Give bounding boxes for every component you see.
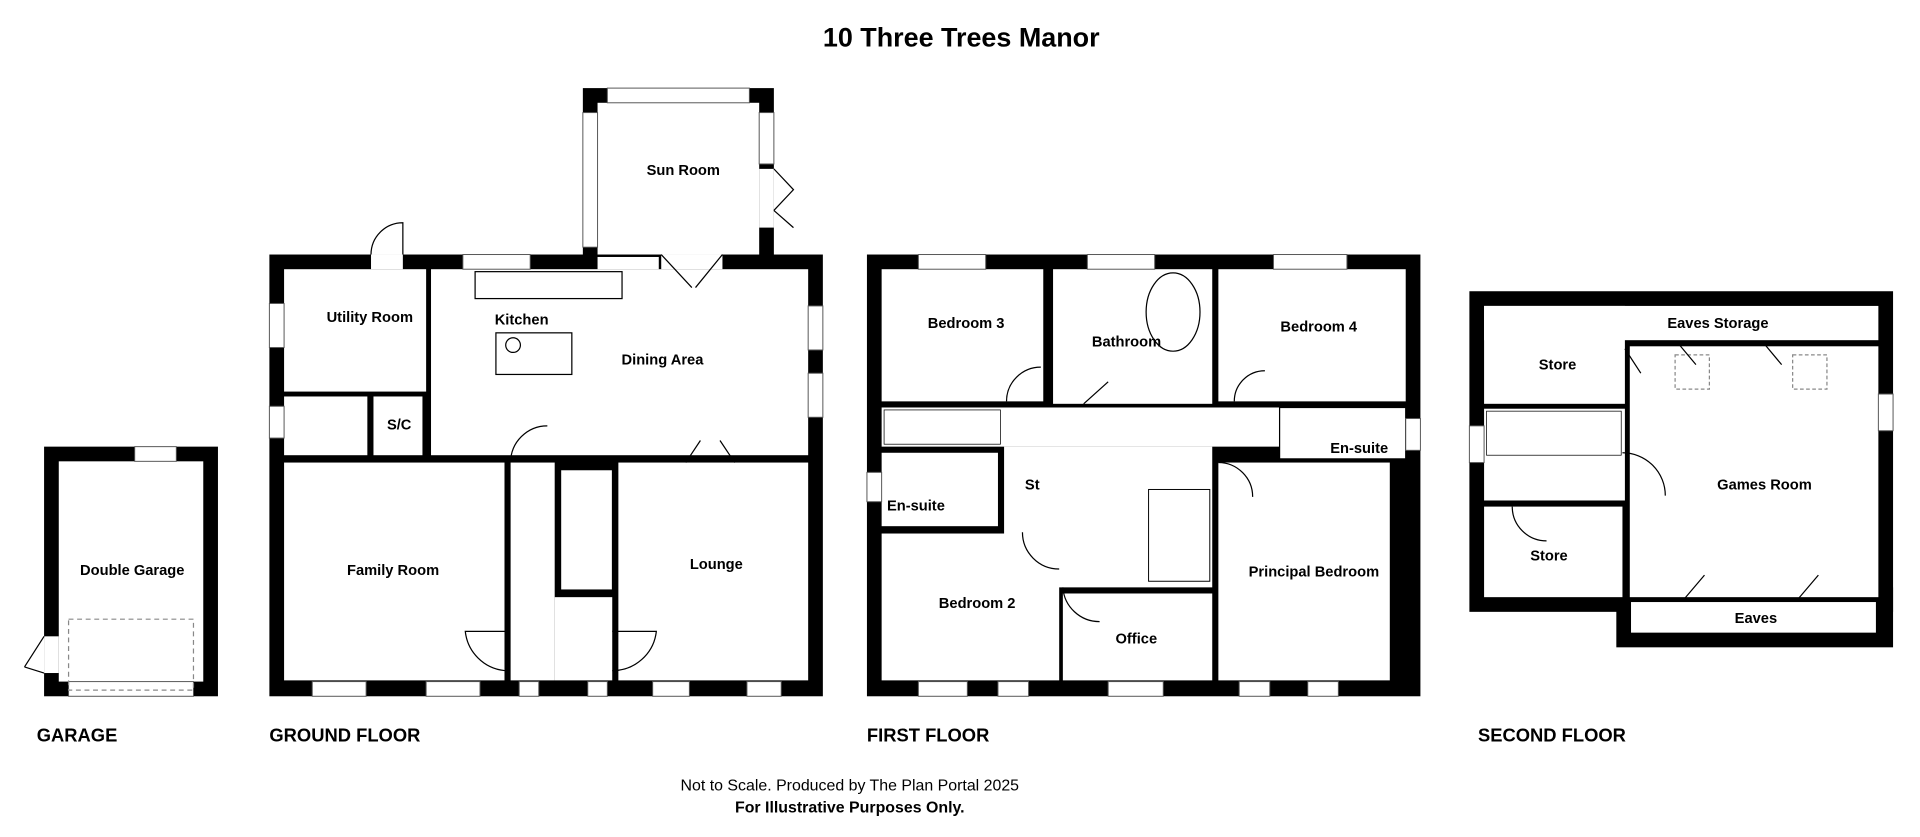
room-store-upper: Store <box>1539 358 1577 374</box>
room-family-room: Family Room <box>347 563 439 579</box>
room-office: Office <box>1116 632 1158 648</box>
floor-label-garage: GARAGE <box>37 725 118 746</box>
first-floor-plan: Bedroom 3 Bathroom Bedroom 4 En-suite St… <box>866 254 1421 697</box>
room-games-room: Games Room <box>1717 477 1812 493</box>
room-double-garage: Double Garage <box>80 563 184 579</box>
floor-label-ground: GROUND FLOOR <box>269 725 420 746</box>
room-eaves-storage: Eaves Storage <box>1667 316 1768 332</box>
room-sc: S/C <box>387 418 412 434</box>
footer-disclaimer: Not to Scale. Produced by The Plan Porta… <box>681 778 1020 795</box>
room-eaves: Eaves <box>1735 611 1777 627</box>
room-kitchen: Kitchen <box>495 312 549 328</box>
room-bathroom: Bathroom <box>1092 334 1161 350</box>
footer-illustrative: For Illustrative Purposes Only. <box>735 800 965 817</box>
room-sun-room: Sun Room <box>647 163 720 179</box>
room-dining-area: Dining Area <box>622 353 705 369</box>
room-bedroom-2: Bedroom 2 <box>939 596 1016 612</box>
room-bedroom-4: Bedroom 4 <box>1280 320 1357 336</box>
room-principal-bedroom: Principal Bedroom <box>1249 564 1379 580</box>
room-lounge: Lounge <box>690 557 743 573</box>
floor-label-first: FIRST FLOOR <box>867 725 989 746</box>
room-en-suite-left: En-suite <box>887 498 945 514</box>
second-floor-plan: Eaves Storage Store Games Room Store Eav… <box>1468 291 1894 648</box>
room-st: St <box>1025 477 1040 493</box>
room-utility-room: Utility Room <box>327 310 413 326</box>
room-en-suite-right: En-suite <box>1330 441 1388 457</box>
room-bedroom-3: Bedroom 3 <box>928 316 1005 332</box>
floor-label-second: SECOND FLOOR <box>1478 725 1626 746</box>
room-store-lower: Store <box>1530 548 1568 564</box>
plan-title: 10 Three Trees Manor <box>823 23 1100 53</box>
garage-plan: Double Garage <box>23 446 218 697</box>
ground-floor-plan: Sun Room Utility Room Kitchen Dining Are… <box>268 87 824 697</box>
